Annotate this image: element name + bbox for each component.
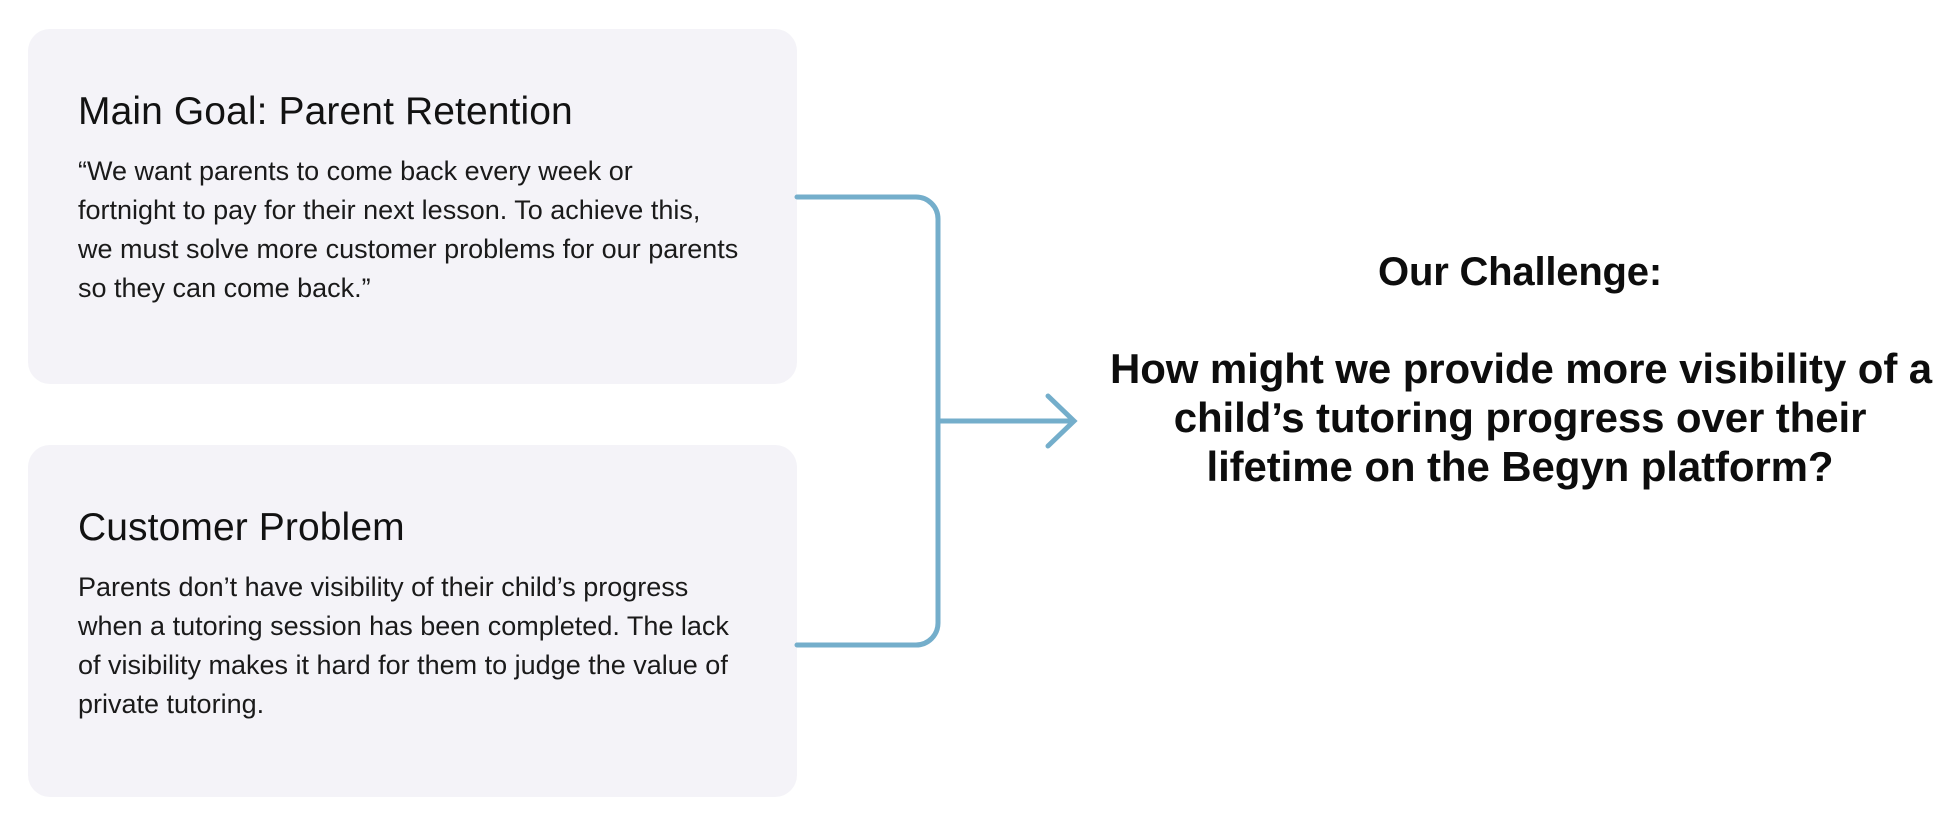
body-line: when a tutoring session has been complet… xyxy=(78,611,729,641)
customer-problem-card-title: Customer Problem xyxy=(78,506,405,549)
challenge-block: Our Challenge: How might we provide more… xyxy=(1110,248,1933,491)
challenge-heading: Our Challenge: xyxy=(1378,250,1662,294)
main-goal-card-body: “We want parents to come back every week… xyxy=(78,152,769,308)
challenge-question: How might we provide more visibility of … xyxy=(1110,344,1933,491)
customer-problem-card-body: Parents don’t have visibility of their c… xyxy=(78,568,769,724)
question-line: lifetime on the Begyn platform? xyxy=(1206,443,1834,490)
connector-branch-bottom xyxy=(794,418,941,648)
body-line: fortnight to pay for their next lesson. … xyxy=(78,195,701,225)
body-line: we must solve more customer problems for… xyxy=(78,234,739,264)
main-goal-card-title: Main Goal: Parent Retention xyxy=(78,90,573,133)
customer-problem-card: Customer Problem Parents don’t have visi… xyxy=(28,445,797,797)
main-goal-card: Main Goal: Parent Retention “We want par… xyxy=(28,29,797,384)
connector-branch-top xyxy=(794,194,941,424)
arrowhead-icon xyxy=(1045,393,1078,449)
body-line: Parents don’t have visibility of their c… xyxy=(78,572,689,602)
body-line: of visibility makes it hard for them to … xyxy=(78,650,728,680)
question-line: child’s tutoring progress over their xyxy=(1173,394,1867,441)
body-line: “We want parents to come back every week… xyxy=(78,156,633,186)
question-line: How might we provide more visibility of … xyxy=(1110,345,1933,392)
body-line: so they can come back.” xyxy=(78,273,371,303)
body-line: private tutoring. xyxy=(78,689,265,719)
